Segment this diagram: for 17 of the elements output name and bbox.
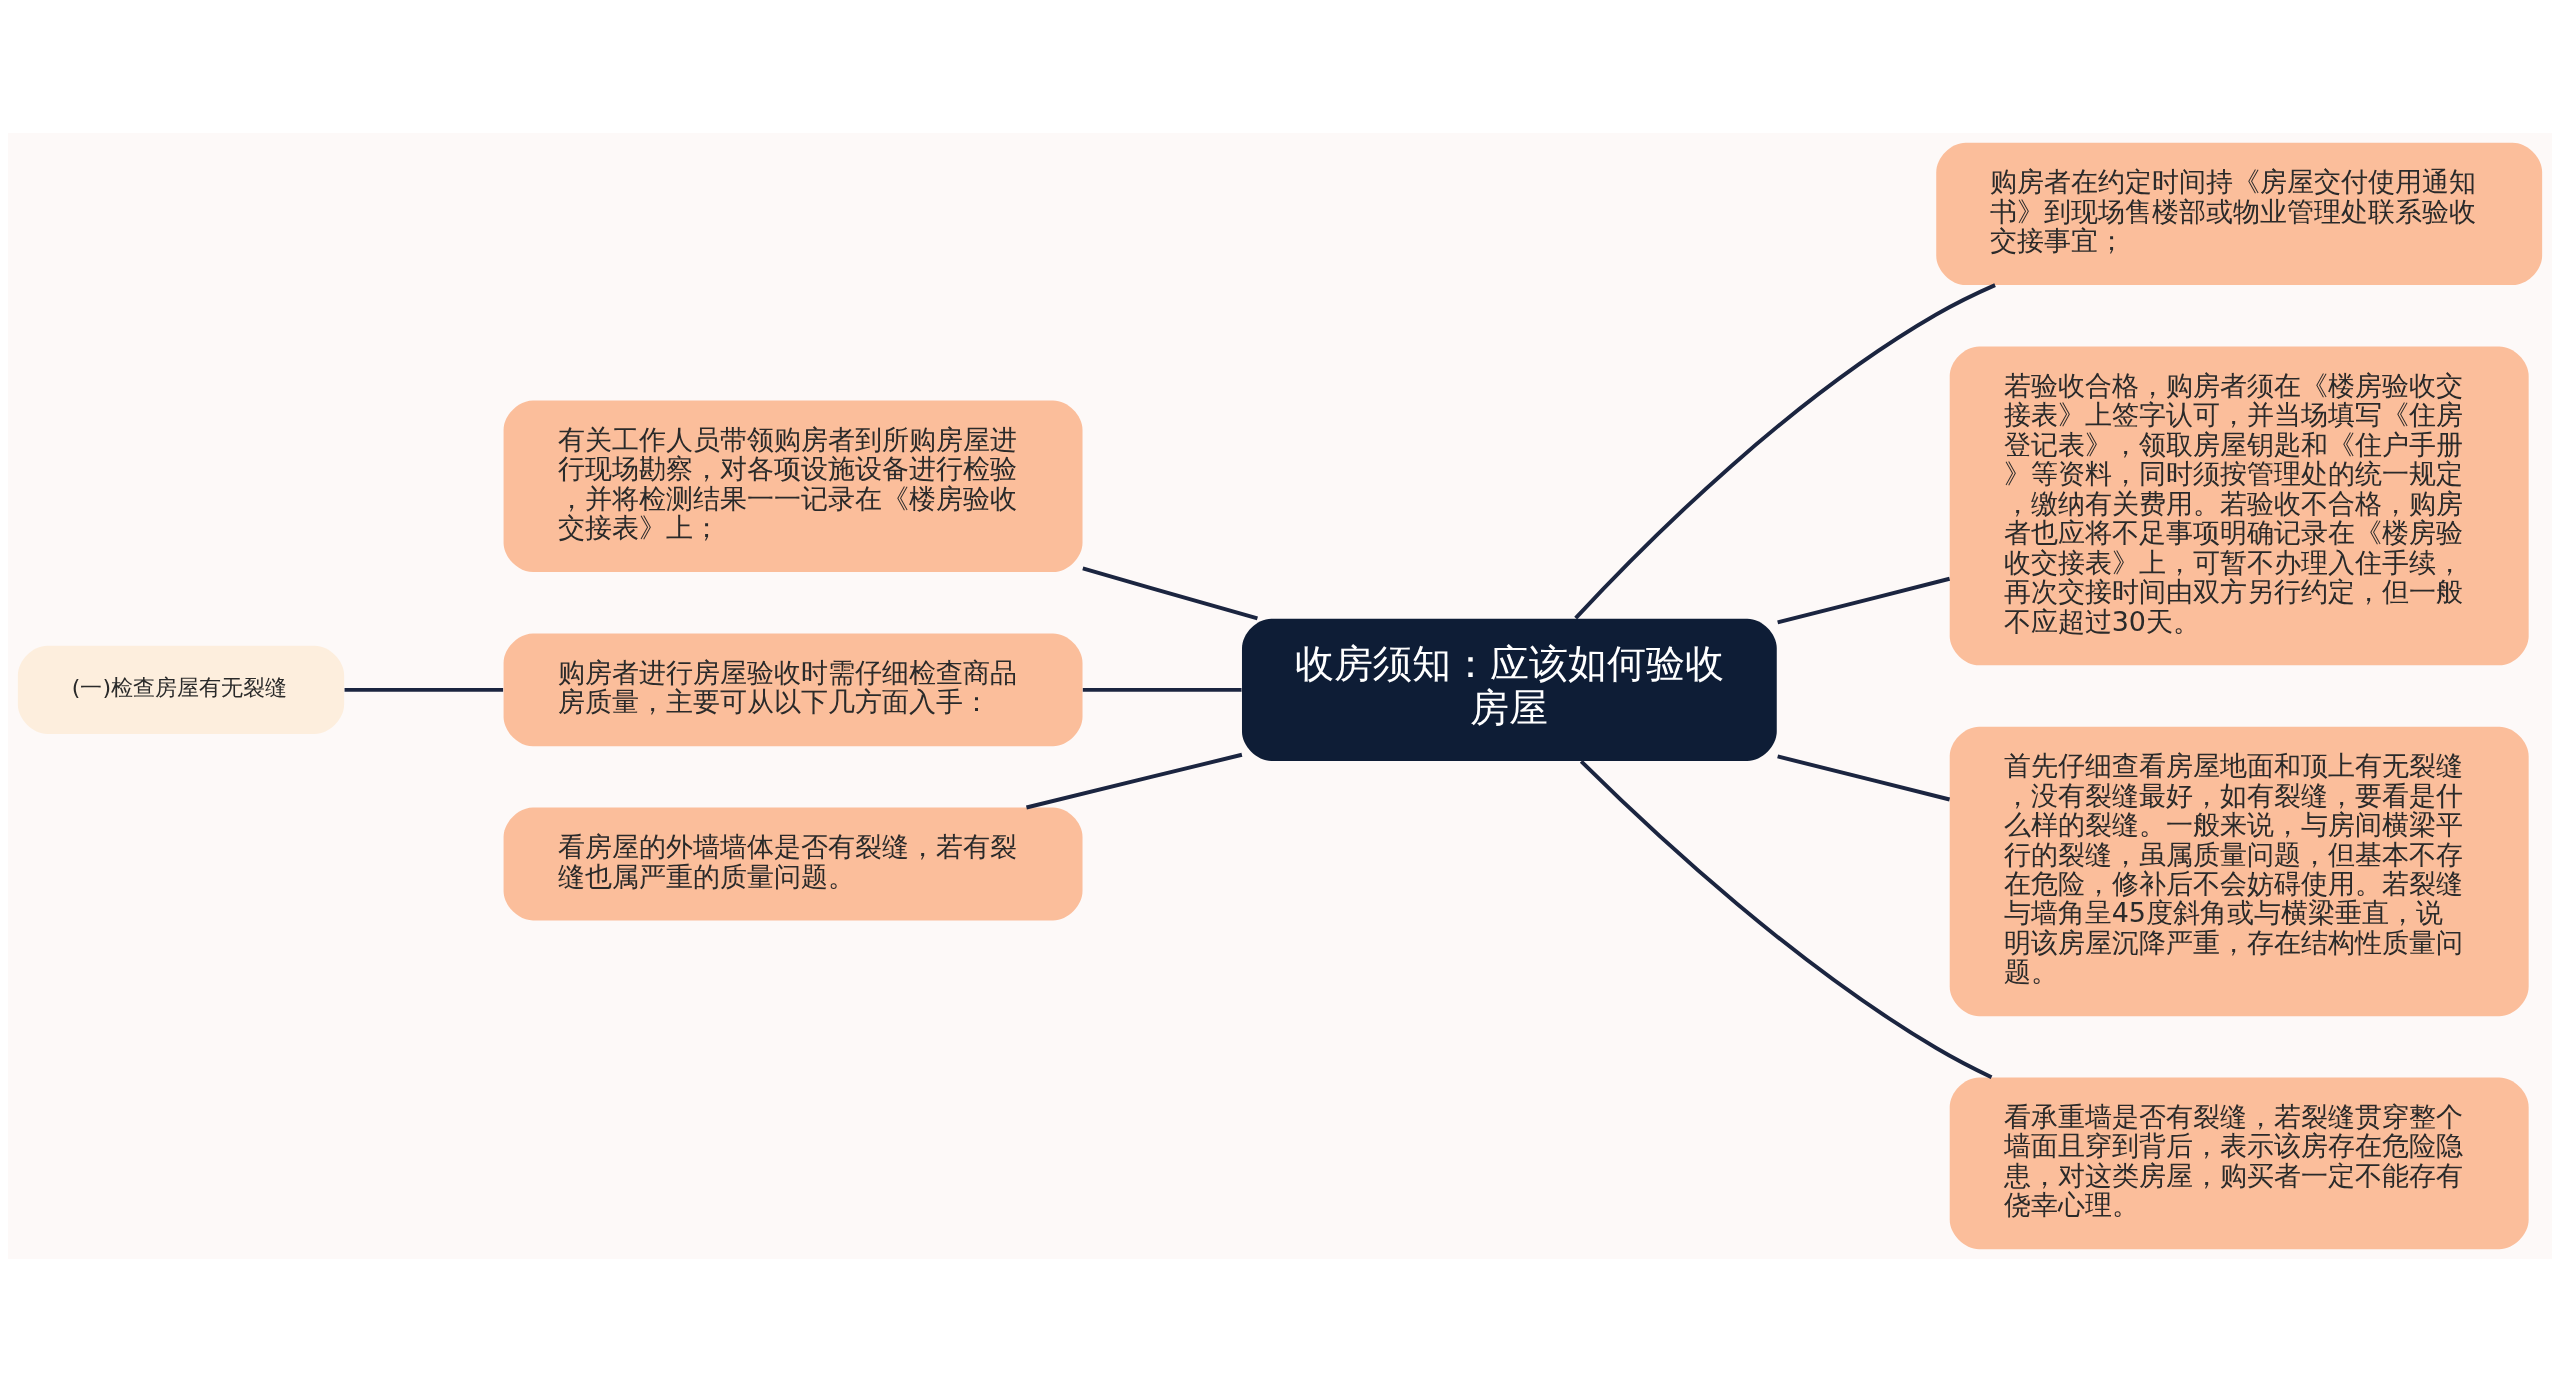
node-box: 若验收合格，购房者须在《楼房验收交接表》上签字认可，并当场填写《住房登记表》，领取房屋钥匙和《住户手册》等资料，同时须按管理处的统一规定，缴纳有关费用。若验收不合格，购房者也应将不足事项明确记录在《楼房验收交接表》上，可暂不办理入住手续，再次交接时间由双方另行约定，但一般不应超过30天。 (1949, 345, 2529, 665)
node-box: 有关工作人员带领购房者到所购房屋进行现场勘察，对各项设施设备进行检验，并将检测结果一一记录在《楼房验收交接表》上； (503, 399, 1083, 572)
node-box: 看房屋的外墙墙体是否有裂缝，若有裂缝也属严重的质量问题。 (503, 807, 1083, 920)
node-box: 看承重墙是否有裂缝，若裂缝贯穿整个墙面且穿到背后，表示该房存在危险隐患，对这类房屋，购买者一定不能存有侥幸心理。 (1949, 1076, 2529, 1249)
connector (1082, 566, 1258, 620)
connector (344, 687, 504, 692)
connector (1082, 687, 1242, 692)
node-box: 收房须知：应该如何验收房屋 (1242, 618, 1777, 761)
connector (1777, 576, 1951, 624)
connector (1579, 759, 1993, 1079)
node-box: (一)检查房屋有无裂缝 (17, 645, 345, 734)
node-box: 首先仔细查看房屋地面和顶上有无裂缝，没有裂缝最好，如有裂缝，要看是什么样的裂缝。一般来说，与房间横梁平行的裂缝，虽属质量问题，但基本不存在危险，修补后不会妨碍使用。若裂缝与墙角呈45度斜角或与横梁垂直，说明该房屋沉降严重，存在结构性质量问题。 (1949, 726, 2529, 1016)
connector (1777, 754, 1951, 801)
node-box: 购房者在约定时间持《房屋交付使用通知书》到现场售楼部或物业管理处联系验收交接事宜； (1936, 142, 2543, 285)
connector (1026, 752, 1243, 809)
connector (1574, 282, 1996, 619)
node-box: 购房者进行房屋验收时需仔细检查商品房质量，主要可从以下几方面入手： (503, 632, 1083, 746)
